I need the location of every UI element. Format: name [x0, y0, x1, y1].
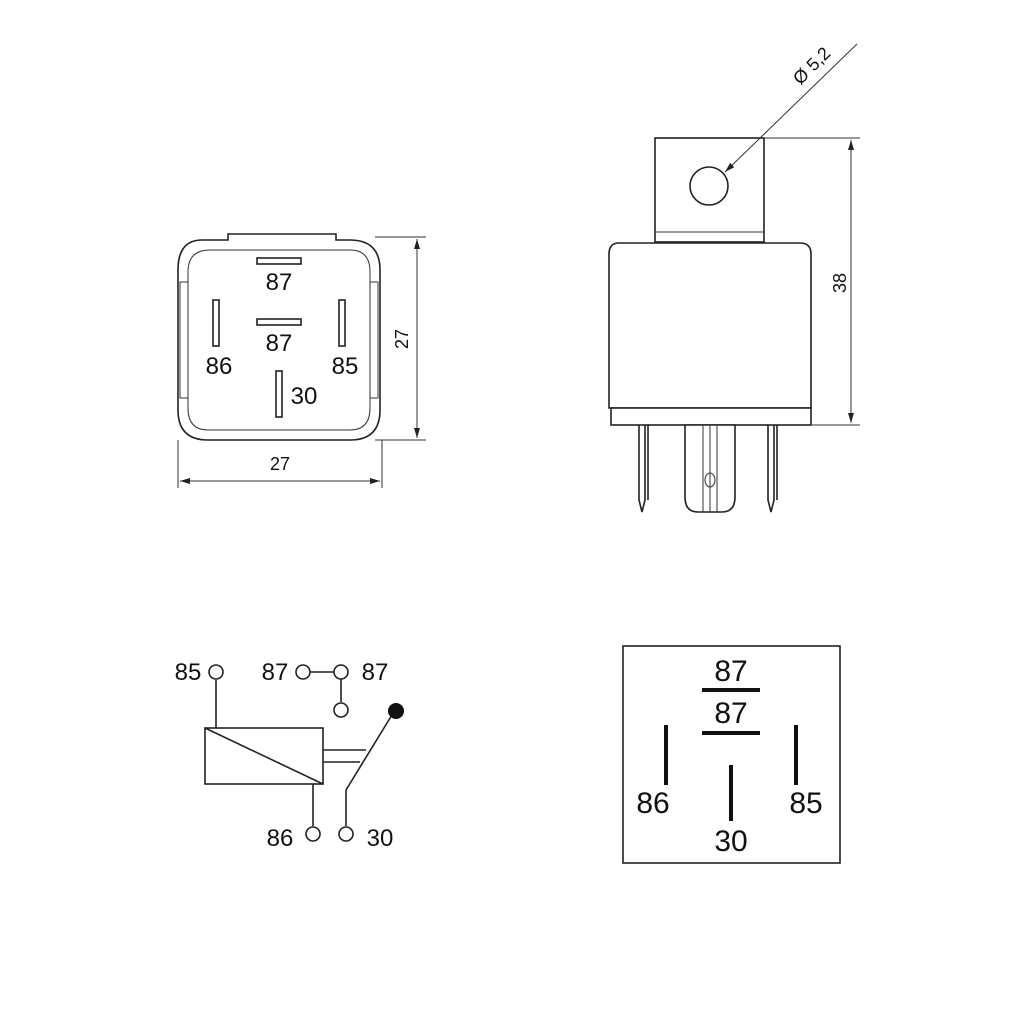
pinout-box: 87 87 86 85 30 [622, 645, 841, 864]
pinout-bar-30 [729, 765, 733, 821]
side-slot-right [369, 281, 379, 399]
top-view: 87 87 86 85 30 27 27 [177, 233, 426, 488]
switch-pivot-dot [388, 703, 404, 719]
label-87-lower: 87 [266, 330, 293, 357]
side-view: Ø 5,2 38 [608, 43, 860, 513]
terminal-87-right [333, 664, 349, 680]
pinout-label-86: 86 [636, 787, 669, 820]
pin-87-upper [256, 257, 302, 265]
pinout-frame [622, 645, 841, 864]
schem-label-85: 85 [175, 659, 202, 686]
relay-base-plate [610, 407, 812, 426]
mounting-tab [654, 137, 765, 243]
hole-dim-text: Ø 5,2 [789, 43, 834, 88]
pinout-bar-85 [794, 725, 798, 785]
terminal-30 [338, 826, 354, 842]
label-30: 30 [291, 383, 318, 410]
pin-85 [338, 299, 346, 347]
label-87-upper: 87 [266, 269, 293, 296]
pinout-bar-87-top [702, 688, 760, 692]
pin-30 [275, 370, 283, 418]
coil-diagonal [204, 727, 324, 785]
schem-label-30: 30 [367, 825, 394, 852]
label-85: 85 [332, 353, 359, 380]
width-dim-text: 27 [270, 454, 290, 474]
housing-outline [177, 233, 381, 441]
side-height-dim-text: 38 [830, 273, 850, 293]
pinout-label-30: 30 [714, 825, 747, 858]
terminal-85 [208, 664, 224, 680]
terminal-87-left [295, 664, 311, 680]
pinout-label-87-mid: 87 [714, 697, 747, 730]
terminal-right [767, 425, 775, 513]
pinout-bar-87-mid [702, 731, 760, 735]
mounting-hole [689, 166, 729, 206]
schem-label-86: 86 [267, 825, 294, 852]
side-slot-left [179, 281, 189, 399]
pin-87-lower [256, 318, 302, 326]
hole-leader-line [724, 43, 858, 173]
terminal-86 [305, 826, 321, 842]
label-86: 86 [206, 353, 233, 380]
terminal-center-dimple [704, 472, 716, 488]
housing-inner-outline [187, 249, 371, 431]
height-dim-text: 27 [392, 329, 412, 349]
wire-30-switch-arm [345, 709, 396, 791]
pinout-label-85: 85 [789, 787, 822, 820]
relay-body [608, 242, 812, 409]
terminal-87-contact [333, 702, 349, 718]
schematic: 85 86 30 87 87 [175, 659, 404, 852]
pinout-label-87-top: 87 [714, 655, 747, 688]
schem-label-87-right: 87 [362, 659, 389, 686]
terminal-left [638, 425, 646, 513]
pinout-bar-86 [664, 725, 668, 785]
schem-label-87-left: 87 [262, 659, 289, 686]
pin-86 [212, 299, 220, 347]
